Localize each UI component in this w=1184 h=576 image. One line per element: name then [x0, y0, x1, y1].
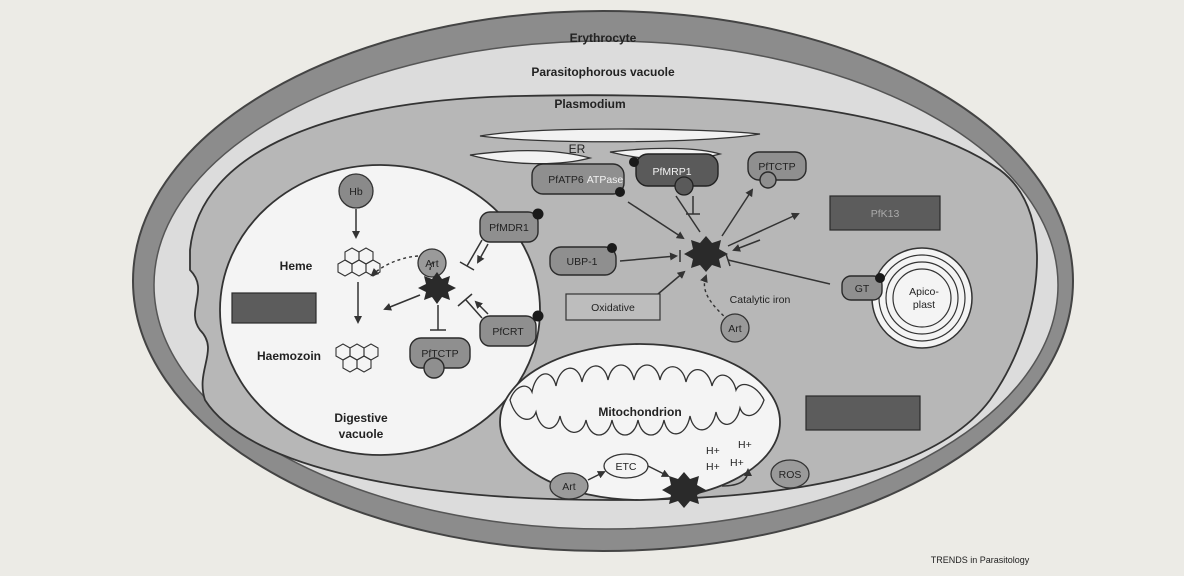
pfatp6-dot-icon	[615, 187, 625, 197]
ubp1-label: UBP-1	[567, 256, 598, 268]
apicoplast-label-line2: plast	[913, 299, 935, 311]
pfmrp-dot-icon	[629, 157, 639, 167]
pfcrt-dot-icon	[533, 311, 544, 322]
etc-label: ETC	[616, 461, 637, 473]
pfatp6-label: PfATP6	[548, 174, 584, 186]
art-mito-label: Art	[562, 481, 576, 493]
er-label: ER	[569, 142, 586, 156]
dv-dark-box	[232, 293, 316, 323]
digestive-vacuole-label-line1: Digestive	[334, 411, 388, 425]
parasitophorous-vacuole-label: Parasitophorous vacuole	[531, 65, 675, 79]
pftctp-cyto-label: PfTCTP	[758, 161, 795, 173]
pftctp-cyto-node-lobe	[760, 172, 776, 188]
footer-credit: TRENDS in Parasitology	[931, 555, 1030, 565]
h-plus-label-1: H+	[706, 445, 720, 457]
pfmrp-label: PfMRP1	[652, 166, 691, 178]
pfk13-box-label: PfK13	[871, 208, 900, 220]
h-plus-label-4: H+	[730, 457, 744, 469]
cytoplasm-box-label: Oxidative	[591, 302, 635, 314]
mitochondrion-label: Mitochondrion	[598, 405, 681, 419]
pfmdr1-label: PfMDR1	[489, 222, 529, 234]
apicoplast-label-line1: Apico-	[909, 286, 939, 298]
erythrocyte-label: Erythrocyte	[570, 31, 637, 45]
mito-dark-box	[806, 396, 920, 430]
haemozoin-label: Haemozoin	[257, 349, 321, 363]
gt-dot-icon	[875, 273, 885, 283]
plasmodium-label: Plasmodium	[554, 97, 625, 111]
digestive-vacuole-label-line2: vacuole	[339, 427, 384, 441]
pfcrt-label: PfCRT	[492, 326, 524, 338]
art-cyto-label: Art	[728, 323, 742, 335]
hb-label: Hb	[349, 186, 363, 198]
pftctp-dv-label: PfTCTP	[421, 348, 458, 360]
catalytic-iron-label: Catalytic iron	[730, 294, 791, 306]
ros-label: ROS	[779, 469, 802, 481]
pfatp6-sub-label: ATPase	[587, 174, 624, 186]
pfmrp-node-lobe	[675, 177, 693, 195]
h-plus-label-3: H+	[706, 461, 720, 473]
heme-label: Heme	[280, 259, 313, 273]
pfmdr1-dot-icon	[533, 209, 544, 220]
pftctp-dv-node-lobe	[424, 358, 444, 378]
apicoplast	[872, 248, 972, 348]
h-plus-label-2: H+	[738, 439, 752, 451]
gt-label: GT	[855, 283, 870, 295]
ubp1-dot-icon	[607, 243, 617, 253]
